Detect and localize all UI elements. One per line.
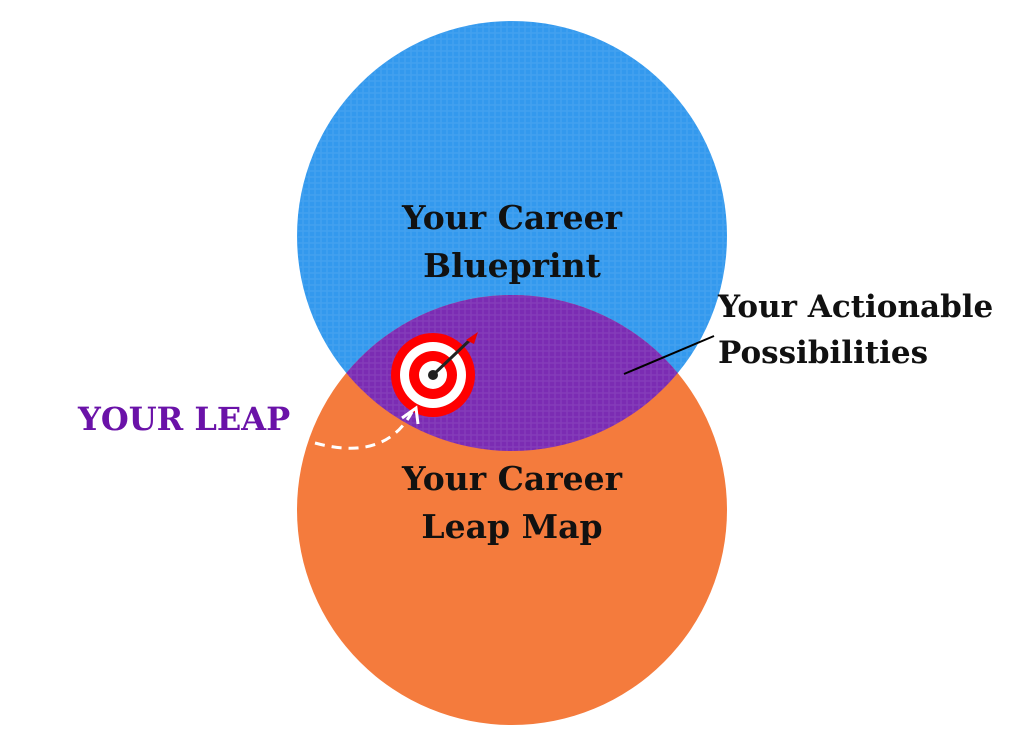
career-blueprint-line2: Blueprint [423,246,601,285]
career-leap-map-line1: Your Career [402,459,622,498]
career-blueprint-line1: Your Career [402,198,622,237]
arrow-icon [431,332,478,377]
callout-line [623,335,715,375]
career-leap-map-line2: Leap Map [421,507,603,546]
career-leap-map-label: Your Career Leap Map [362,455,662,551]
callout-line2: Possibilities [718,335,929,371]
leap-path-arrow [314,405,420,450]
career-blueprint-label: Your Career Blueprint [362,194,662,290]
callout-line1: Your Actionable [718,289,994,325]
actionable-possibilities-label: Your Actionable Possibilities [718,284,993,376]
your-leap-label: YOUR LEAP [78,400,291,438]
